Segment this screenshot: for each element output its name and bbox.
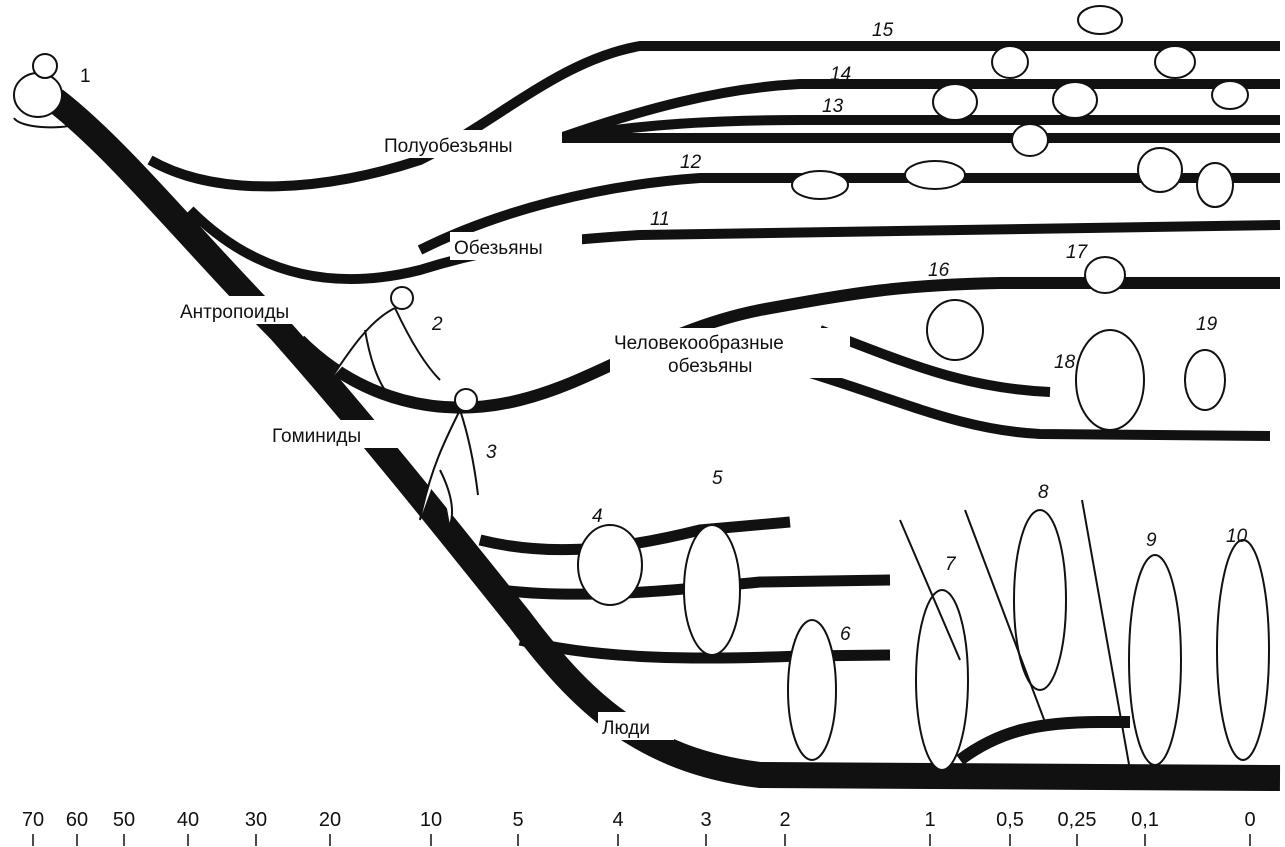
time-tick-label: 0,5 [996,809,1024,831]
num-17: 17 [1066,242,1089,263]
label-prosimians: Полуобезьяны [384,136,513,157]
primate-figures [792,6,1248,430]
num-8: 8 [1038,482,1049,503]
time-tick-label: 60 [66,809,88,831]
num-1: 1 [80,66,91,87]
time-tick-label: 2 [779,809,790,831]
num-5: 5 [712,468,723,489]
time-tick-label: 0,25 [1058,809,1097,831]
num-4: 4 [592,506,603,527]
num-13: 13 [822,96,844,117]
num-10: 10 [1226,526,1248,547]
time-tick-label: 5 [512,809,523,831]
num-9: 9 [1146,530,1157,551]
label-apes-line1: Человекообразные [614,333,784,354]
num-19: 19 [1196,314,1218,335]
num-11: 11 [650,209,670,230]
time-tick-label: 40 [177,809,199,831]
num-2: 2 [431,314,443,335]
num-3: 3 [486,442,497,463]
num-12: 12 [680,152,702,173]
time-tick-label: 30 [245,809,267,831]
num-15: 15 [872,20,894,41]
num-14: 14 [830,64,851,85]
human-figures [578,510,1269,770]
time-tick-label: 10 [420,809,442,831]
time-tick-label: 0,1 [1131,809,1159,831]
num-7: 7 [945,554,957,575]
time-tick-label: 0 [1244,809,1255,831]
branch-14 [560,84,1280,138]
num-16: 16 [928,260,950,281]
branch-9 [960,722,1130,760]
time-tick-label: 4 [612,809,623,831]
time-tick-label: 20 [319,809,341,831]
label-monkeys: Обезьяны [454,238,543,259]
group-labels: Полуобезьяны Обезьяны Антропоиды Человек… [176,130,850,740]
time-axis: 70 60 50 40 30 20 10 5 4 3 2 1 0,5 0,25 0,1 0 [22,809,1256,846]
time-tick-label: 70 [22,809,44,831]
num-18: 18 [1054,352,1076,373]
time-tick-label: 50 [113,809,135,831]
time-tick-label: 3 [700,809,711,831]
label-humans: Люди [602,718,650,739]
time-tick-label: 1 [924,809,935,831]
label-anthropoids: Антропоиды [180,302,289,323]
num-6: 6 [840,624,851,645]
label-apes-line2: обезьяны [668,356,752,377]
label-hominids: Гоминиды [272,426,361,447]
